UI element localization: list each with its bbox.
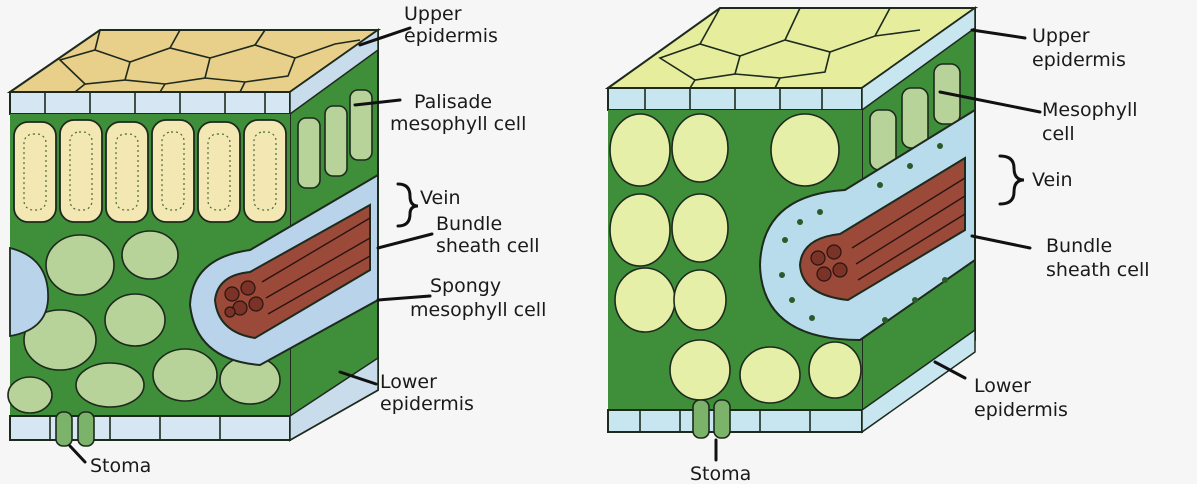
- c4-leaf-block: [608, 8, 975, 438]
- label-bundle-sheath-right: Bundle sheath cell: [1046, 235, 1150, 281]
- label-stoma-left: Stoma: [90, 455, 151, 477]
- label-mesophyll-right: Mesophyll cell: [1042, 99, 1144, 145]
- label-lower-epidermis-right: Lower epidermis: [974, 375, 1068, 421]
- c4-lower-epidermis: [608, 410, 862, 432]
- c3-upper-epidermis-front: [10, 92, 290, 114]
- label-palisade-left: Palisade mesophyll cell: [390, 91, 526, 135]
- label-stoma-right: Stoma: [690, 463, 751, 484]
- c3-lower-epidermis: [10, 416, 290, 440]
- c3-leaf-block: [8, 30, 378, 446]
- label-spongy-left: Spongy mesophyll cell: [410, 275, 546, 321]
- label-upper-epidermis-right: Upper epidermis: [1032, 25, 1126, 71]
- label-upper-epidermis-left: Upper epidermis: [404, 3, 498, 47]
- label-vein-right: Vein: [1032, 169, 1073, 191]
- label-vein-left: Vein: [420, 187, 461, 209]
- label-lower-epidermis-left: Lower epidermis: [380, 371, 474, 415]
- label-bundle-sheath-left: Bundle sheath cell: [436, 213, 540, 257]
